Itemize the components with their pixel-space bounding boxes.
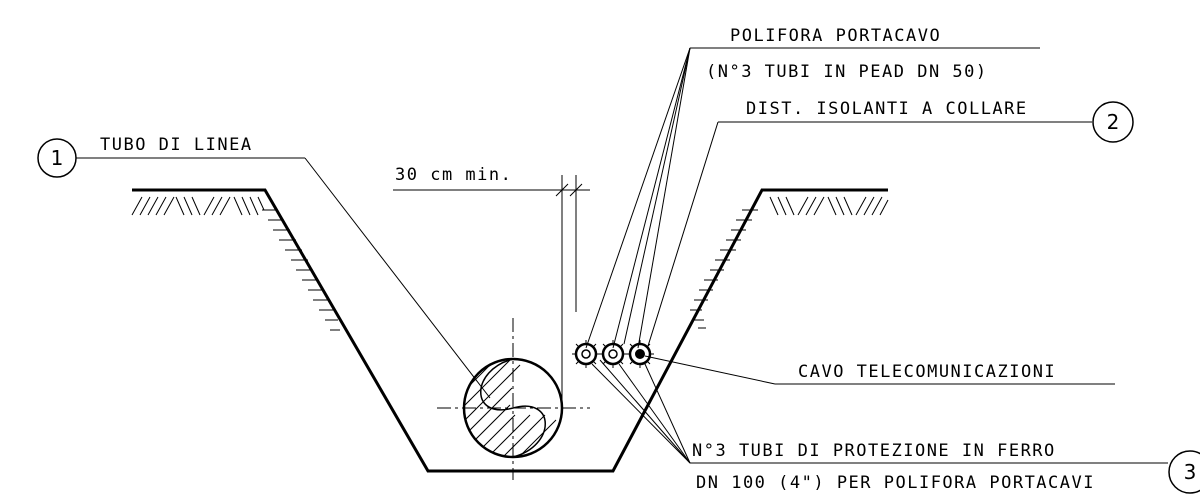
protezione-leader-2	[618, 363, 691, 464]
dimension-30cm: 30 cm min.	[393, 165, 590, 408]
label-tubo-linea: TUBO DI LINEA	[100, 135, 253, 155]
label-protezione-2: DN 100 (4") PER POLIFORA PORTACAVI	[696, 473, 1095, 493]
callout-3: 3	[1168, 450, 1200, 494]
protezione-leader-3	[644, 363, 691, 464]
polifora-leader-1	[585, 47, 691, 349]
label-distanziatori: DIST. ISOLANTI A COLLARE	[746, 99, 1028, 119]
trench-profile-line	[132, 188, 888, 473]
polifora-leader-2	[612, 47, 691, 349]
polifora-leader-3	[637, 47, 691, 349]
svg-text:3: 3	[1184, 460, 1197, 484]
dimension-tick-right	[569, 183, 583, 197]
soil-hatch-left	[131, 196, 340, 331]
label-polifora-2: (N°3 TUBI IN PEAD DN 50)	[706, 62, 988, 82]
duct-1	[572, 340, 600, 368]
label-protezione-1: N°3 TUBI DI PROTEZIONE IN FERRO	[692, 441, 1056, 461]
protezione-leader-1	[591, 363, 691, 464]
callout-2: 2	[1092, 101, 1134, 143]
polifora-leader-4	[623, 47, 691, 345]
label-cavo: CAVO TELECOMUNICAZIONI	[798, 362, 1056, 382]
soil-hatch-right	[690, 196, 889, 329]
dimension-label: 30 cm min.	[395, 165, 512, 185]
trench-outline	[132, 188, 888, 473]
duct-2	[599, 340, 627, 368]
telecom-cable-core	[635, 349, 645, 359]
protezione-leader-4	[599, 359, 691, 464]
distanziatori-leader	[647, 121, 719, 347]
main-pipe	[437, 318, 590, 480]
tubo-linea-leader	[304, 157, 491, 399]
leader-lines	[76, 47, 1168, 464]
dimension-tick-left	[555, 183, 569, 197]
svg-text:2: 2	[1107, 110, 1120, 134]
duct-3-with-telecom-cable	[626, 340, 654, 368]
svg-text:1: 1	[51, 146, 64, 170]
callout-1: 1	[37, 138, 77, 178]
cavo-leader-diagonal	[644, 355, 776, 385]
cable-duct-cluster	[572, 340, 654, 368]
label-polifora-1: POLIFORA PORTACAVO	[730, 26, 941, 46]
